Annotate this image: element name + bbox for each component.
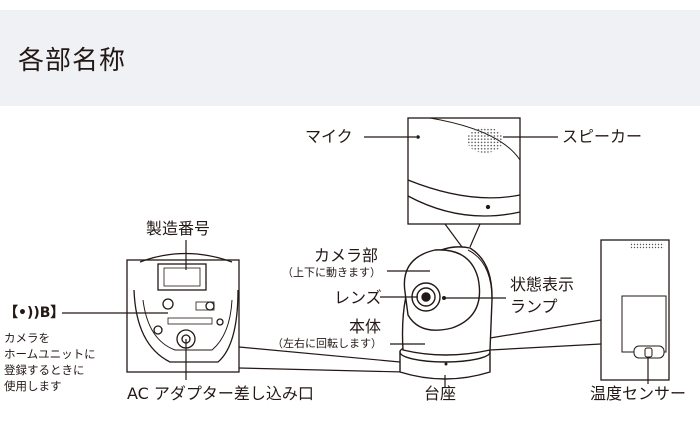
header-band: 各部名称 xyxy=(0,10,700,106)
bottom-inset-connector-top xyxy=(238,346,401,363)
label-camera-part-note: （上下に動きます） xyxy=(282,266,381,279)
label-stand: 台座 xyxy=(424,384,457,403)
register-button-letter: B xyxy=(39,305,51,321)
label-serial-number: 製造番号 xyxy=(146,219,211,238)
back-inset-connector-top xyxy=(489,319,602,339)
label-camera-part: カメラ部 xyxy=(314,246,379,265)
bottom-inset-connector-bottom xyxy=(238,367,405,373)
back-inset-connector-bottom xyxy=(489,343,602,351)
label-ac-adapter: AC アダプター差し込み口 xyxy=(127,384,314,403)
register-button-desc-4: 使用します xyxy=(4,379,62,393)
mic-hole xyxy=(416,135,420,139)
label-speaker: スピーカー xyxy=(562,127,643,146)
bottom-view-inset xyxy=(126,252,240,373)
label-status-lamp-line1: 状態表示 xyxy=(510,275,575,294)
register-button-desc-1: カメラを xyxy=(4,331,50,345)
label-mic: マイク xyxy=(305,127,353,146)
label-status-lamp-line2: ランプ xyxy=(510,297,558,316)
register-button-desc-2: ホームユニットに xyxy=(4,347,96,361)
camera-body-drawing xyxy=(399,246,493,380)
page-title: 各部名称 xyxy=(18,46,127,76)
label-body-note: （左右に回転します） xyxy=(272,337,382,350)
inset-connector-left xyxy=(444,223,463,248)
body-front-dot xyxy=(444,362,448,366)
bracket-open: 【 xyxy=(4,305,18,321)
inset-connector-right xyxy=(469,223,481,248)
register-button-desc-3: 登録するときに xyxy=(4,363,85,377)
register-button-label: 【•))B】 xyxy=(4,304,64,322)
back-vent-dots xyxy=(630,242,664,249)
label-lens: レンズ xyxy=(334,288,382,307)
speaker-grille xyxy=(467,127,503,153)
label-body: 本体 xyxy=(349,317,382,336)
back-view-inset xyxy=(600,239,670,381)
bracket-close: 】 xyxy=(50,305,65,321)
top-inset xyxy=(407,117,521,225)
wireless-signal-icon: •)) xyxy=(18,305,40,321)
label-temp-sensor: 温度センサー xyxy=(590,384,687,403)
